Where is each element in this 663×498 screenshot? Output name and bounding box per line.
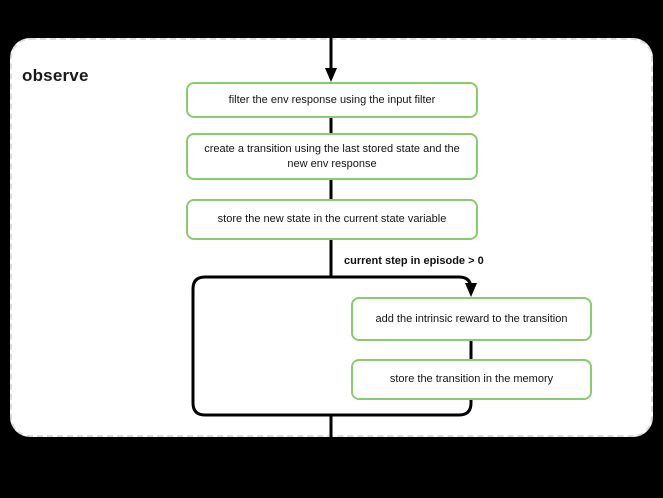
node-create-transition[interactable]: create a transition using the last store…	[186, 133, 478, 180]
node-add-intrinsic-reward[interactable]: add the intrinsic reward to the transiti…	[351, 297, 592, 341]
node-filter-env-response[interactable]: filter the env response using the input …	[186, 82, 478, 118]
group-title: observe	[22, 66, 89, 85]
edge-label-condition: current step in episode > 0	[344, 255, 484, 267]
node-store-transition-memory[interactable]: store the transition in the memory	[351, 359, 592, 400]
node-store-new-state[interactable]: store the new state in the current state…	[186, 199, 478, 240]
